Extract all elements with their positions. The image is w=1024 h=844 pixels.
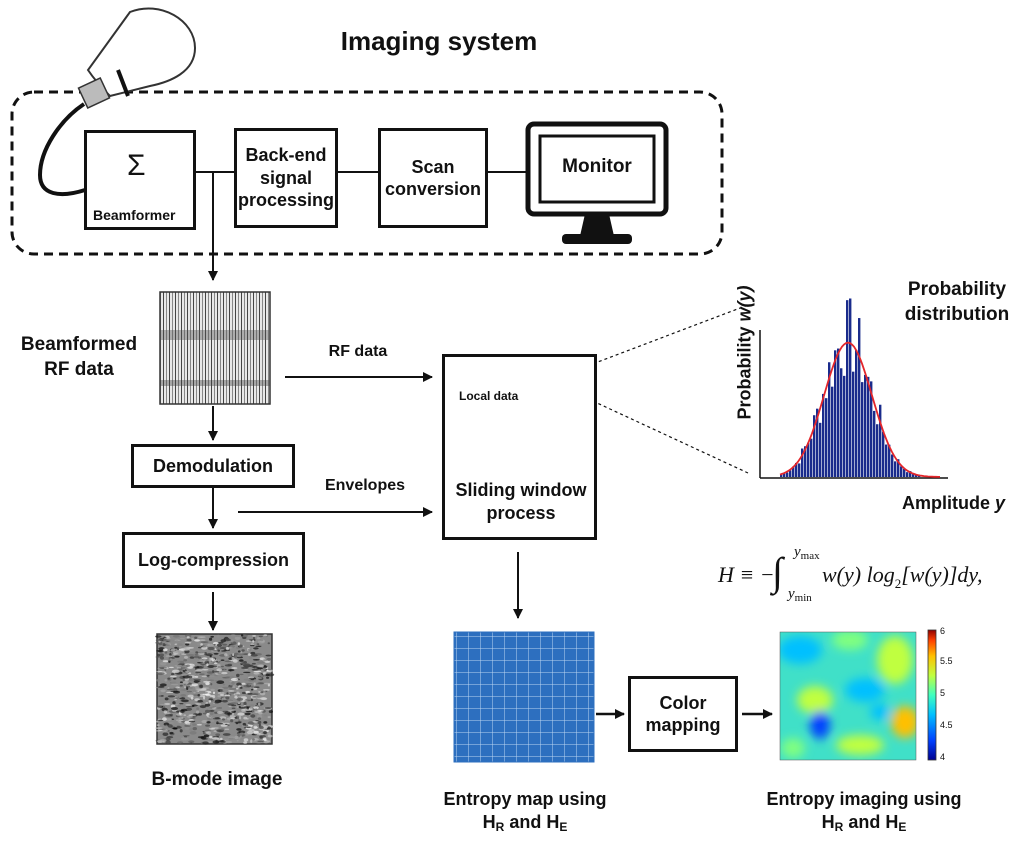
log-compression-box: Log-compression	[122, 532, 305, 588]
histogram-axes	[759, 330, 948, 479]
colorbar-tick: 5	[940, 688, 946, 698]
entropy-imaging-label: Entropy imaging using HR and HE	[766, 789, 962, 835]
histogram-bar	[780, 474, 783, 477]
beamformer-label: Beamformer	[93, 207, 176, 223]
beamformer-box: Σ Beamformer	[84, 130, 196, 230]
histogram-bar	[819, 422, 822, 477]
histogram-bar	[801, 448, 804, 477]
histogram-bar	[885, 444, 888, 477]
histogram-bar	[813, 415, 816, 477]
histogram-bar	[822, 393, 825, 477]
b-mode-label: B-mode image	[151, 769, 283, 790]
colorbar-tick: 4	[940, 752, 946, 762]
histogram-bar	[837, 348, 840, 477]
histogram-bar	[798, 463, 801, 477]
histogram-bar	[831, 386, 834, 477]
demodulation-label: Demodulation	[153, 455, 273, 476]
entropy-imaging-image	[779, 631, 917, 761]
histogram-bar	[849, 298, 852, 477]
gaussian-curve	[779, 341, 940, 478]
histogram-bar	[789, 470, 792, 477]
scan-conversion-box: Scan conversion	[378, 128, 488, 228]
histogram-bar	[852, 371, 855, 477]
histogram-bar	[906, 472, 909, 477]
colorbar-tick: 6	[940, 626, 946, 636]
scan-conversion-label: Scan conversion	[384, 156, 482, 200]
histogram-bar	[783, 472, 786, 477]
rf-data-label: RF data	[328, 343, 388, 360]
histogram-bar	[795, 462, 798, 477]
backend-processing-box: Back-end signal processing	[234, 128, 338, 228]
histogram-bar	[897, 459, 900, 477]
page-title: Imaging system	[340, 26, 538, 56]
ultrasound-probe-icon	[37, 7, 197, 197]
sliding-window-box: Local data Sliding window process	[442, 354, 597, 540]
colorbar-tick: 5.5	[940, 656, 953, 666]
color-mapping-label: Color mapping	[645, 692, 721, 736]
histogram-bar	[888, 444, 891, 477]
b-mode-image	[155, 633, 275, 745]
histogram-bar	[804, 446, 807, 477]
color-mapping-box: Color mapping	[628, 676, 738, 752]
histogram-bar	[843, 375, 846, 477]
local-data-label: Local data	[459, 389, 519, 403]
envelopes-label: Envelopes	[324, 477, 406, 494]
histogram-bar	[807, 442, 810, 477]
entropy-formula: H ≡ − ∫ ymax ymin w(y) log2[w(y)]dy,	[718, 544, 983, 604]
histogram-bar	[867, 376, 870, 477]
amplitude-xlabel: Amplitude y	[902, 493, 1006, 513]
histogram-bar	[864, 374, 867, 477]
colorbar-tick: 4.5	[940, 720, 953, 730]
histogram-bar	[870, 381, 873, 477]
backend-processing-label: Back-end signal processing	[237, 145, 335, 211]
histogram-bar	[792, 466, 795, 477]
histogram-bar	[834, 350, 837, 477]
histogram-bar	[876, 424, 879, 477]
rf-data-image	[159, 291, 271, 405]
histogram-bar	[855, 349, 858, 477]
sliding-window-label: Sliding window process	[455, 480, 587, 523]
histogram-bar	[909, 471, 912, 477]
colorbar	[927, 629, 937, 761]
beamformed-rf-label: Beamformed RF data	[20, 334, 138, 380]
histogram-bar	[816, 408, 819, 477]
entropy-map-image	[453, 631, 595, 763]
monitor-icon	[525, 121, 669, 244]
histogram-bar	[903, 469, 906, 477]
histogram-bar	[891, 454, 894, 477]
histogram-bar	[840, 368, 843, 477]
imaging-system-frame	[10, 90, 724, 256]
probability-ylabel: Probability w(y)	[734, 285, 755, 420]
histogram-bar	[828, 362, 831, 477]
histogram-bar	[858, 318, 861, 477]
demodulation-box: Demodulation	[131, 444, 295, 488]
entropy-imaging-label-text: Entropy imaging using	[766, 789, 962, 809]
log-compression-label: Log-compression	[137, 549, 289, 570]
histogram-bar	[894, 461, 897, 477]
histogram-bar	[825, 398, 828, 477]
histogram-bar	[810, 438, 813, 477]
histogram-bar	[846, 300, 849, 477]
histogram-bar	[786, 472, 789, 477]
histogram-bar	[861, 382, 864, 477]
monitor-label: Monitor	[562, 156, 632, 177]
entropy-map-label-text: Entropy map using	[443, 789, 607, 809]
sigma-symbol: Σ	[127, 149, 146, 182]
histogram-bar	[900, 466, 903, 477]
histogram-bar	[879, 404, 882, 477]
colorbar-ticks: 6 5.5 5 4.5 4	[940, 626, 970, 766]
histogram-bar	[882, 431, 885, 477]
entropy-map-label: Entropy map using HR and HE	[443, 789, 607, 835]
histogram-bar	[873, 410, 876, 477]
probability-title: Probability distribution	[904, 279, 1010, 325]
histogram-bar	[912, 474, 915, 477]
